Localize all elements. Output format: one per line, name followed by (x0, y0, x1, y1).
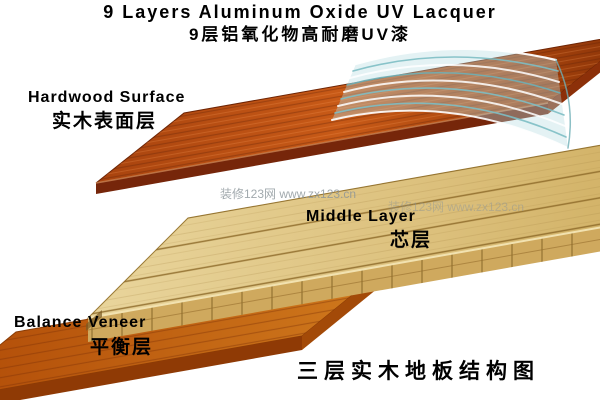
uv-lacquer-sheets (331, 47, 572, 149)
middle-top-bevel (87, 226, 600, 319)
watermark: 装修123网 www.zx123.cn (220, 187, 357, 201)
hardwood-front-face (96, 103, 548, 194)
middle-grain-overlay (88, 145, 600, 318)
label-middle-layer-en: Middle Layer (306, 208, 416, 225)
hardwood-surface-board (95, 38, 600, 194)
middle-groove-notch (86, 310, 102, 331)
diagram-caption: 三层实木地板结构图 (297, 360, 540, 383)
title-chinese: 9层铝氧化物高耐磨UV漆 (188, 25, 412, 44)
hardwood-end-face (548, 61, 600, 114)
label-hardwood-surface-zh: 实木表面层 (52, 111, 158, 132)
veneer-front-face (0, 336, 302, 400)
watermark: 装修123网 www.zx123.cn (388, 200, 525, 214)
label-hardwood-surface-en: Hardwood Surface (28, 89, 186, 106)
label-balance-veneer-en: Balance Veneer (14, 314, 147, 331)
label-middle-layer-zh: 芯层 (390, 230, 433, 251)
middle-front-seam (87, 239, 600, 331)
hardwood-grain-overlay (96, 39, 600, 183)
label-balance-veneer-zh: 平衡层 (90, 337, 154, 358)
lacquer-glass-sheen (332, 48, 568, 148)
title-english: 9 Layers Aluminum Oxide UV Lacquer (103, 2, 497, 22)
lacquer-fan-edge (555, 59, 572, 149)
middle-layer-board (86, 144, 600, 342)
